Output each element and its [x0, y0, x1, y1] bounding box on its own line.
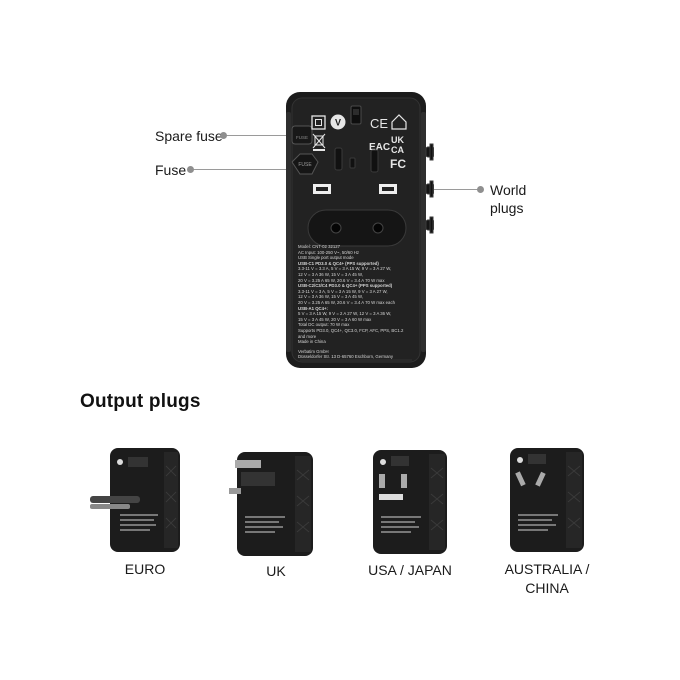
spare-fuse-callout-line — [225, 135, 295, 136]
spec-line: Düsseldorfer Str. 13 D-65760 Eschborn, G… — [298, 354, 394, 360]
plug-name-uk: UK — [211, 562, 341, 581]
spec-line: USB Single port output mode — [298, 255, 354, 261]
plug-slot-left-inner — [316, 187, 328, 191]
spec-line: Model: CNT-02 32127 — [298, 244, 341, 249]
double-insulation-inner-icon — [315, 119, 322, 126]
ukca-mark-line1: UK — [391, 135, 404, 145]
spec-line: Total DC output: 70 W max — [298, 322, 350, 328]
fuse-callout-dot — [187, 166, 194, 173]
double-insulation-icon — [311, 115, 326, 130]
fuse-text: FUSE — [298, 162, 312, 168]
spec-line: Supports PD3.0, QC4+, QC3.0, FCP, AFC, P… — [298, 327, 404, 333]
spec-line: AC Input: 100-250 V~, 50/60 Hz — [298, 249, 360, 255]
spec-line: USB-A1 QC4+: — [298, 305, 328, 311]
spec-line: USB-C1 PD3.0 & QC4+ (PPS supported) — [298, 260, 379, 266]
world-plugs-label-line1: World — [490, 182, 527, 198]
spec-line: 20 V = 3.25 A 65 W, 20.6 V = 3.4 A 70 W … — [298, 277, 385, 283]
world-plugs-callout-dot — [477, 186, 484, 193]
plug-name-usa-japan: USA / JAPAN — [345, 561, 475, 580]
plug-euro-image — [90, 448, 180, 552]
fuse-label: Fuse — [155, 162, 187, 178]
euro-socket-hole-right — [372, 222, 384, 234]
euro-socket-hole-left — [330, 222, 342, 234]
ce-mark-icon: CE — [370, 116, 388, 131]
spare-fuse-callout-dot — [220, 132, 227, 139]
world-plugs-label-line2: plugs — [490, 200, 524, 216]
plug-name-euro-line1: EURO — [124, 561, 166, 577]
spare-fuse-label: Spare fuse — [155, 128, 223, 144]
world-plugs-callout-line — [396, 189, 480, 190]
side-ridges — [286, 112, 426, 352]
spec-line: and more — [298, 333, 317, 339]
adapter-back-view: FUSE FUSE V CE EAC UK CA FC — [282, 92, 435, 368]
spec-line: 3.3-11 V = 3 A, 5 V = 3 A 15 W, 9 V = 3 … — [298, 288, 388, 294]
plug-australia-china-image — [510, 448, 584, 552]
spec-line: 15 V = 3 A 45 W, 20 V = 3 A 60 W max — [298, 316, 372, 322]
spec-line: Made in China — [298, 339, 326, 345]
ukca-mark-line2: CA — [391, 145, 404, 155]
world-plugs-label: World plugs — [490, 181, 526, 217]
spec-line: 12 V = 3 A 36 W, 15 V = 3 A 45 W, — [298, 271, 363, 277]
spare-fuse-text: FUSE — [296, 135, 308, 140]
plug-usa-japan-image — [373, 450, 447, 554]
world-plug-sliders — [425, 143, 435, 234]
indoor-use-icon — [391, 114, 407, 130]
fuse-callout-line — [192, 169, 300, 170]
brand-logo-icon — [330, 114, 346, 130]
spec-line: Verbatim GmbH — [298, 348, 329, 354]
eac-mark-icon: EAC — [369, 142, 390, 153]
plug-name-euro: EURO — [80, 560, 210, 579]
usb-a-port-tongue — [353, 109, 359, 115]
fcc-mark-icon: FC — [390, 157, 406, 171]
plug-name-australia-china-line2: CHINA — [525, 580, 569, 596]
spare-fuse-slot — [291, 125, 313, 145]
adapter-illustration: FUSE FUSE V CE EAC UK CA FC — [286, 92, 435, 368]
socket-pins — [334, 147, 379, 173]
spec-line: 20 V = 3.25 A 65 W, 20.6 V = 3.4 A 70 W … — [298, 299, 395, 305]
weee-bin-icon — [312, 133, 326, 151]
fuse-cover — [291, 153, 319, 175]
plug-uk-image — [229, 452, 313, 556]
spec-line: USB-C2/C3/C4 PD3.0 & QC4+ (PPS supported… — [298, 283, 393, 289]
spec-line: 12 V = 3 A 36 W, 15 V = 3 A 45 W, — [298, 294, 363, 300]
output-plugs-title: Output plugs — [80, 391, 201, 412]
spec-line: 5 V = 3 A 15 W, 9 V = 2 A 27 W, 12 V = 3… — [298, 311, 392, 317]
plug-name-australia-china: AUSTRALIA / CHINA — [482, 560, 612, 598]
brand-logo-letter: V — [335, 118, 341, 128]
plug-name-australia-china-line1: AUSTRALIA / — [504, 561, 590, 577]
plug-slot-right-inner — [382, 187, 394, 191]
euro-socket-recess — [307, 209, 407, 247]
plug-name-uk-line1: UK — [266, 563, 286, 579]
spec-line: 3.3-11 V = 3.3 A, 5 V = 3 A 15 W, 9 V = … — [298, 266, 392, 272]
plug-name-usa-japan-line1: USA / JAPAN — [368, 562, 452, 578]
